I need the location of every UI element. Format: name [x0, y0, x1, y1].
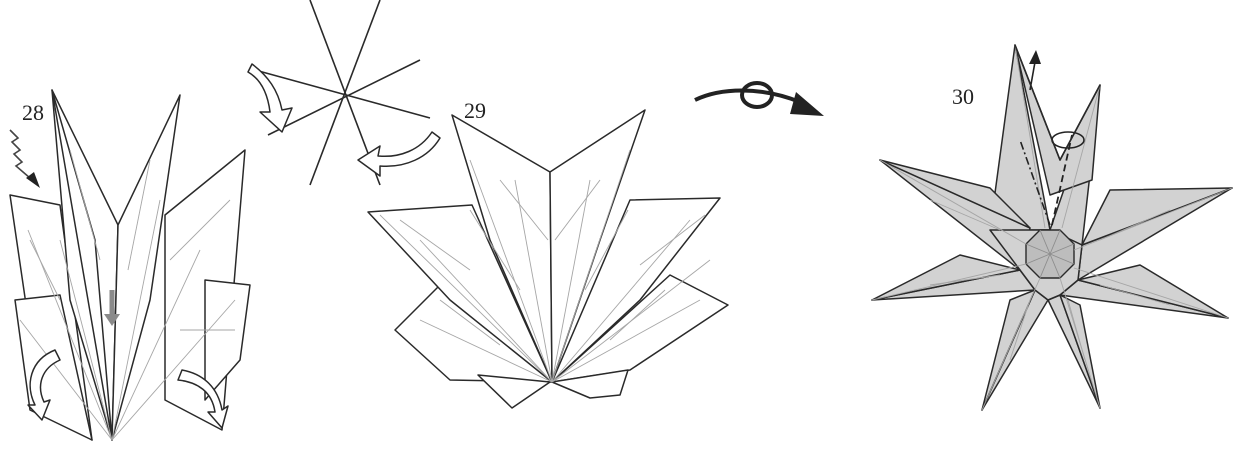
fold-indicator-star	[248, 0, 440, 185]
step-28-zigzag-arrow-icon	[10, 130, 30, 178]
step-28-figure	[10, 90, 250, 440]
star-bottom-flap-b	[1060, 295, 1100, 408]
step-28-right-lower-flap	[205, 280, 250, 400]
step-30-number: 30	[952, 84, 974, 110]
indicator-right-fold-arrow-icon	[358, 132, 440, 176]
step-28-number: 28	[22, 100, 44, 126]
turn-over-icon	[695, 83, 824, 116]
step-30-figure	[872, 45, 1232, 410]
step-28-zigzag-arrowhead-icon	[26, 172, 40, 188]
step-29-number: 29	[464, 98, 486, 124]
lift-arrow-icon	[1029, 50, 1041, 64]
